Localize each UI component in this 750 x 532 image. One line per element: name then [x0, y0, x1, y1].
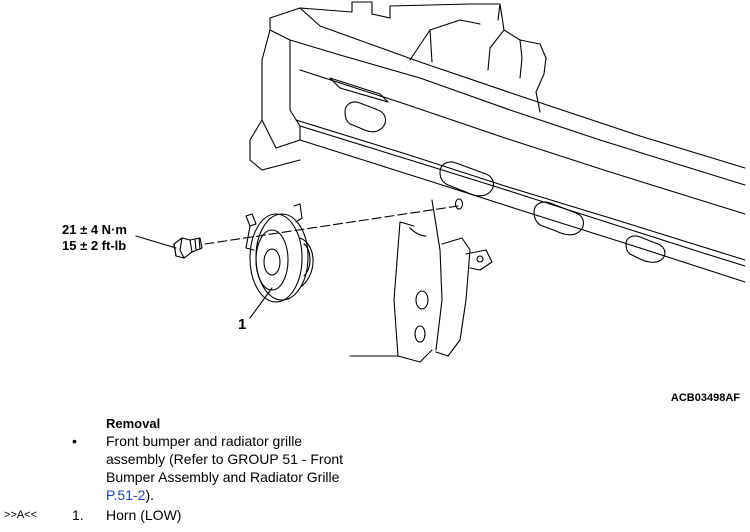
torque-leader-line	[135, 235, 177, 249]
page-reference-link[interactable]: P.51-2	[106, 487, 146, 503]
bullet-text-after: ).	[145, 487, 155, 503]
callout-leader-line	[249, 287, 273, 319]
step-number: 1.	[72, 507, 84, 523]
alignment-dashed-line	[204, 205, 459, 245]
mounting-bolt	[173, 237, 203, 259]
removal-title: Removal	[106, 416, 161, 431]
horn	[245, 203, 314, 303]
radiator-support-member	[249, 1, 746, 283]
callout-number: 1	[238, 316, 247, 333]
figure-id: ACB03498AF	[670, 392, 740, 404]
bullet-step-text: Front bumper and radiator grille assembl…	[106, 432, 346, 504]
step-text: Horn (LOW)	[106, 507, 182, 523]
torque-value-imperial: 15 ± 2 ft-lb	[62, 238, 127, 253]
bullet-text-before: Front bumper and radiator grille assembl…	[106, 433, 344, 485]
torque-value-metric: 21 ± 4 N·m	[62, 222, 127, 237]
service-point-marker: >>A<<	[4, 509, 38, 521]
bullet-symbol: •	[72, 433, 77, 449]
horn-removal-illustration	[135, 1, 746, 363]
vertical-stay	[349, 199, 493, 363]
